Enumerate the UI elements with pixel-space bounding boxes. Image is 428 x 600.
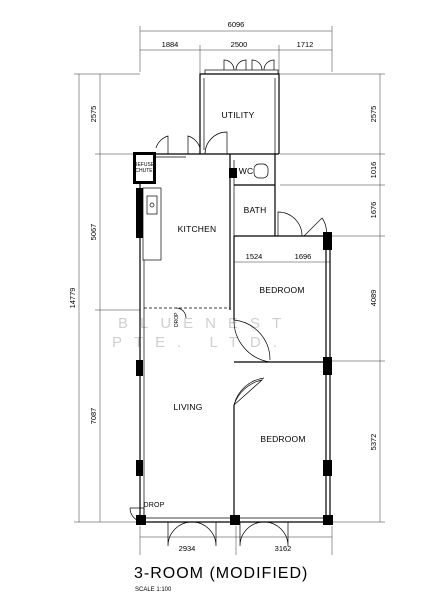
room-bath: BATH bbox=[244, 205, 267, 215]
label-refuse: REFUSE bbox=[134, 162, 155, 168]
dim-left-1: 2575 bbox=[89, 106, 98, 123]
watermark-line-1: BLUENEST bbox=[118, 315, 293, 332]
dim-right-1: 2575 bbox=[369, 106, 378, 123]
dim-top-1: 1884 bbox=[162, 40, 179, 49]
dim-right-5: 5372 bbox=[369, 434, 378, 451]
plan-scale: SCALE 1:100 bbox=[135, 587, 172, 593]
dim-right-3: 1676 bbox=[369, 202, 378, 219]
dim-bottom-2: 3162 bbox=[275, 544, 292, 553]
dimension-lines bbox=[74, 26, 385, 555]
dim-bottom-1: 2934 bbox=[179, 544, 196, 553]
dim-left-3: 7087 bbox=[89, 408, 98, 425]
dim-top-3: 1712 bbox=[297, 40, 314, 49]
room-bedroom-1: BEDROOM bbox=[259, 285, 304, 295]
label-drop-kitchen: DROP bbox=[174, 312, 180, 327]
room-bedroom-2: BEDROOM bbox=[260, 434, 305, 444]
dim-left-2: 5067 bbox=[89, 224, 98, 241]
dimension-labels: 6096 1884 2500 1712 14779 2575 5067 7087… bbox=[68, 20, 378, 553]
dim-overall-height: 14779 bbox=[68, 288, 77, 309]
room-labels: UTILITY KITCHEN WC BATH BEDROOM BEDROOM … bbox=[134, 110, 306, 509]
walls bbox=[139, 69, 332, 523]
dim-interior-2: 1696 bbox=[295, 252, 312, 261]
dim-right-4: 4089 bbox=[369, 290, 378, 307]
columns bbox=[133, 152, 333, 525]
label-chute: CHUTE bbox=[135, 168, 153, 174]
dim-interior-1: 1524 bbox=[246, 252, 263, 261]
watermark-line-2: PTE. LTD. bbox=[112, 334, 289, 351]
dim-top-2: 2500 bbox=[231, 40, 248, 49]
plan-title: 3-ROOM (MODIFIED) bbox=[134, 565, 308, 582]
room-utility: UTILITY bbox=[221, 110, 254, 120]
label-drop-living: DROP bbox=[143, 502, 164, 509]
dim-right-2: 1016 bbox=[369, 162, 378, 179]
dim-overall-width: 6096 bbox=[228, 20, 245, 29]
room-living: LIVING bbox=[173, 402, 202, 412]
room-wc: WC bbox=[239, 166, 254, 176]
room-kitchen: KITCHEN bbox=[178, 224, 217, 234]
doors bbox=[129, 59, 327, 547]
watermark: BLUENEST PTE. LTD. bbox=[112, 315, 293, 351]
